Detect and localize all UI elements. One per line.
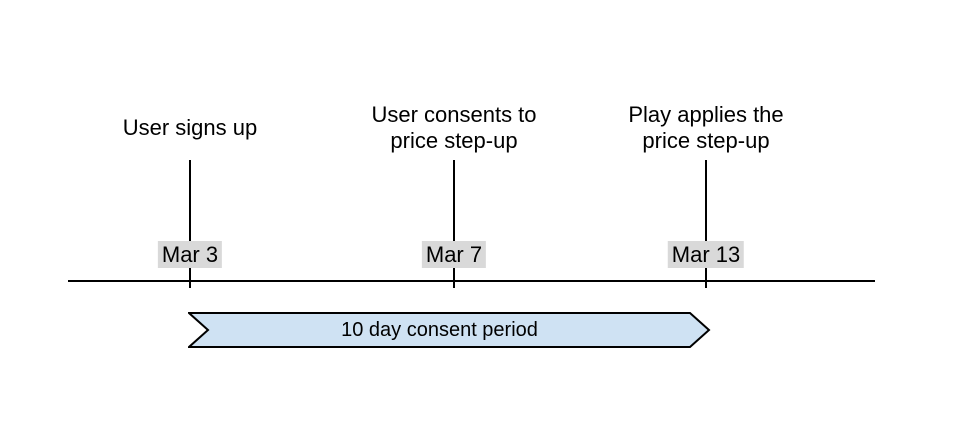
event-label: Play applies the price step-up — [628, 102, 784, 153]
event-date-badge: Mar 7 — [421, 241, 487, 268]
timeline-axis — [68, 280, 875, 282]
chevron-arrow-shape — [188, 312, 711, 348]
timeline-event-signup: User signs up Mar 3 — [60, 96, 320, 288]
event-label: User signs up — [122, 115, 258, 140]
event-tick-line — [453, 160, 455, 288]
consent-period-label: 10 day consent period — [341, 319, 538, 341]
event-date-badge: Mar 13 — [667, 241, 745, 268]
timeline-event-apply: Play applies the price step-up Mar 13 — [576, 96, 836, 288]
event-tick-line — [705, 160, 707, 288]
event-date-badge: Mar 3 — [157, 241, 223, 268]
event-label: User consents to price step-up — [371, 102, 537, 153]
timeline-event-consent: User consents to price step-up Mar 7 — [324, 96, 584, 288]
event-tick-line — [189, 160, 191, 288]
consent-period-banner: 10 day consent period — [188, 312, 712, 348]
